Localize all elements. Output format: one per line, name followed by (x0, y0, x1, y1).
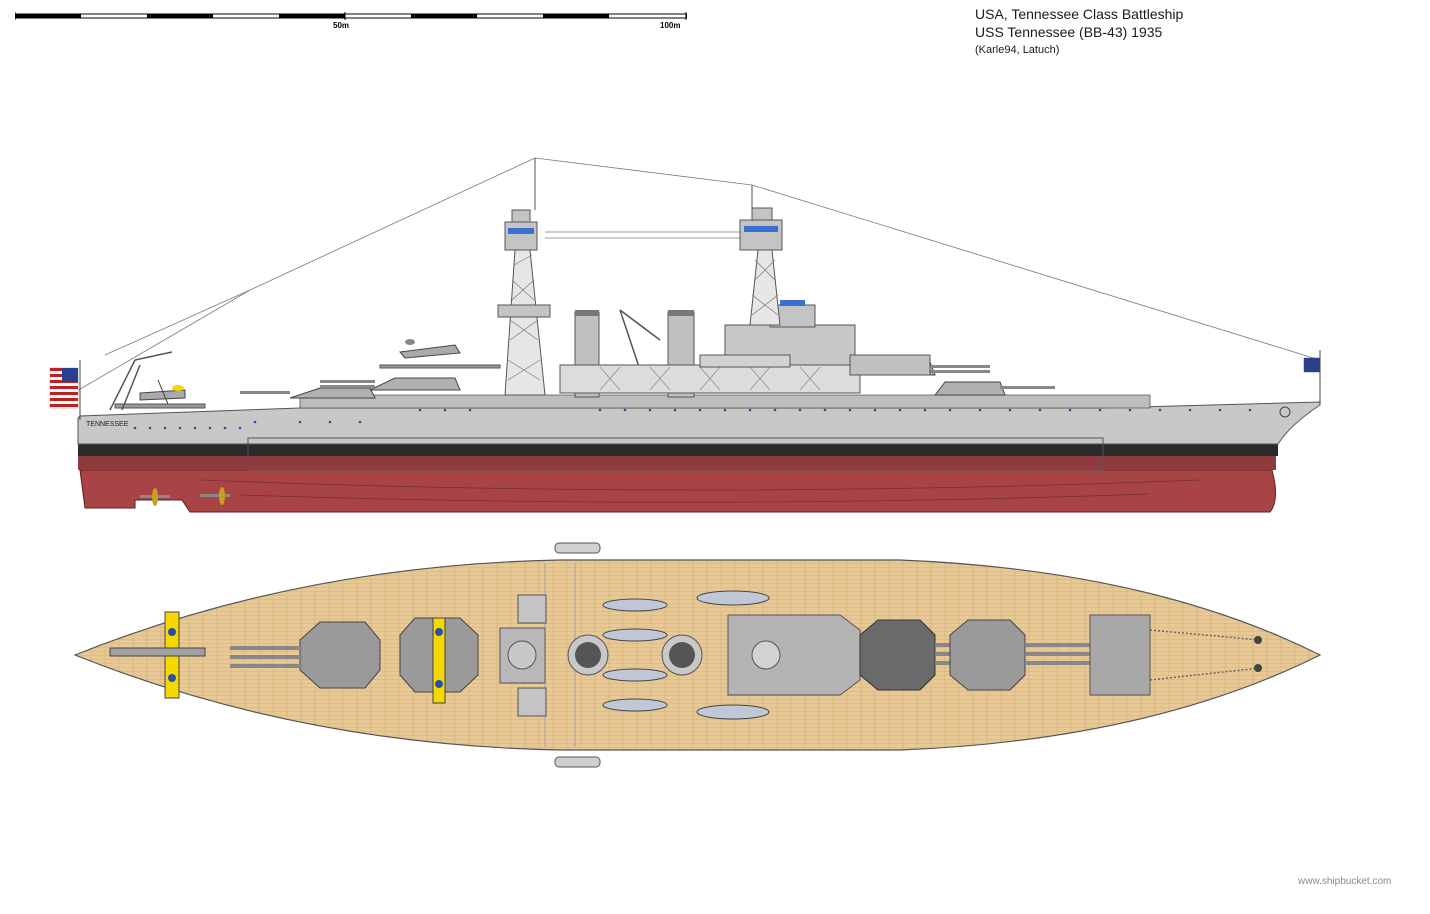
casemate-deck (299, 394, 1151, 409)
forward-superstructure (699, 300, 931, 376)
turret-1-top (949, 619, 1095, 691)
forward-turret-1 (933, 381, 1055, 396)
turret-aircraft (379, 339, 501, 369)
anchor-icon (1279, 406, 1291, 418)
ship-top-view (73, 542, 1322, 768)
underwater-hull (79, 469, 1276, 513)
rigging-lines (69, 157, 1321, 396)
gangway-boats (554, 542, 601, 768)
scale-bar-segments (15, 14, 609, 18)
boot-topping (78, 444, 1278, 456)
aft-cage-mast (497, 158, 551, 396)
aft-superstructure-top (499, 594, 547, 717)
us-ensign-flag (49, 360, 81, 420)
scale-label-50m: 50m (333, 21, 350, 30)
scale-bar (15, 12, 687, 20)
hull-name-label: TENNESSEE (86, 421, 129, 428)
anchor-chain-gear (1089, 614, 1262, 696)
aft-turret-3 (320, 377, 461, 391)
propellers-rudder (140, 487, 230, 506)
ships-boats (602, 590, 770, 720)
aft-catapult-aircraft (114, 379, 206, 409)
turret-3-top (399, 617, 479, 704)
bridge-top (727, 614, 861, 696)
hull-plating-lines (199, 479, 1201, 503)
aft-turret-4 (240, 387, 376, 399)
page-title: USA, Tennessee Class Battleship (975, 6, 1184, 22)
midship-crane (619, 309, 661, 371)
watermark: www.shipbucket.com (1298, 876, 1392, 887)
funnel-tops (567, 634, 703, 676)
forward-cage-mast (739, 185, 783, 326)
boat-deck (559, 364, 861, 394)
armor-belt (247, 437, 1104, 471)
ship-side-profile: TENNESSEE (49, 157, 1321, 513)
portholes (133, 408, 1252, 430)
turret-4-top (230, 621, 381, 689)
aft-crane (109, 351, 173, 411)
ship-subtitle: USS Tennessee (BB-43) 1935 (975, 24, 1163, 40)
aft-deck-aircraft (109, 611, 206, 699)
credits: (Karle94, Latuch) (975, 44, 1060, 56)
scale-label-100m: 100m (660, 21, 681, 30)
union-jack-flag (1303, 350, 1321, 405)
